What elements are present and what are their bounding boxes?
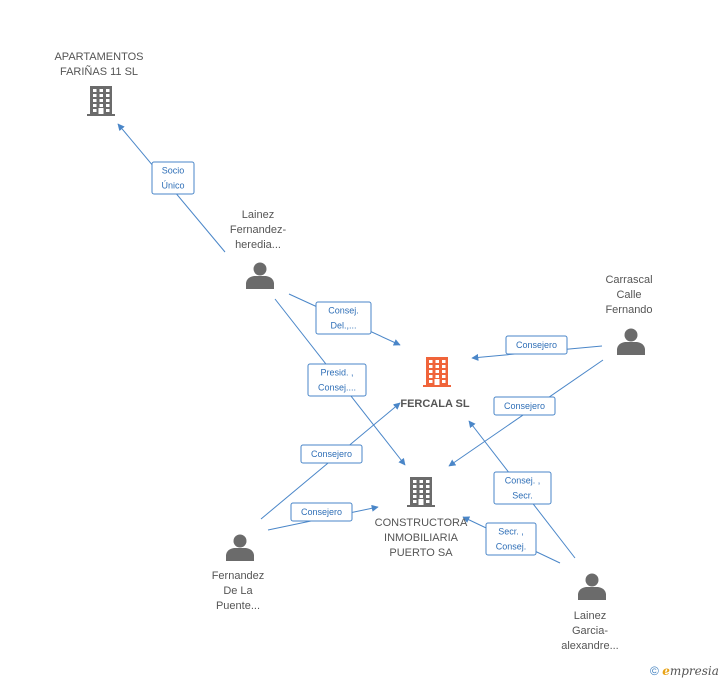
edge-label-text: Socio [162,166,185,176]
edge-label-e2[interactable]: Consej. Del.,... [315,301,372,335]
edge-label-box [315,301,372,335]
edge-label-text: Del.,... [330,321,356,331]
edge-label-text: Secr. [512,491,533,501]
empresia-logo[interactable]: empresia [662,664,719,678]
edge-label-text: Consejero [311,449,352,459]
edge-label-text: Consejero [516,340,557,350]
edge-label-text: Secr. , [498,527,524,537]
edge-label-e3[interactable]: Presid. , Consej.... [307,363,367,397]
person-icon[interactable] [226,534,254,562]
brand-initial: e [662,664,670,678]
node-label: Fernandez [212,570,265,582]
node-constructora[interactable]: CONSTRUCTORA INMOBILIARIA PUERTO SA [375,477,468,559]
edge-label-box [493,396,556,416]
edge-label-text: Presid. , [320,368,353,378]
node-lainez_fh[interactable]: LainezFernandez-heredia... [230,209,287,289]
edge-label-e7[interactable]: Consejero [290,502,353,522]
person-icon[interactable] [617,328,645,356]
edge-label-text: Consej. [496,542,527,552]
edge-label-text: Consej.... [318,383,356,393]
node-label: Calle [616,289,641,301]
edge-label-box [307,363,367,397]
brand-name: mpresia [669,664,719,678]
node-label: Lainez [574,610,606,622]
node-label: PUERTO SA [389,547,453,559]
edge-label-e9[interactable]: Secr. , Consej. [485,522,537,556]
node-apartamentos[interactable]: APARTAMENTOS FARIÑAS 11 SL [54,51,144,116]
node-label: FARIÑAS 11 SL [60,65,138,78]
node-label: CONSTRUCTORA [375,517,468,529]
edge-label-box [300,444,363,464]
node-label: APARTAMENTOS [54,51,143,63]
edge-label-e5[interactable]: Consejero [493,396,556,416]
edge-label-e8[interactable]: Consej. , Secr. [493,471,552,505]
node-label: Lainez [242,209,274,221]
person-icon[interactable] [246,262,274,290]
node-fercala[interactable]: FERCALA SL [400,357,470,410]
node-label: heredia... [235,239,281,251]
edge-label-text: Único [161,181,184,191]
edge-label-text: Consejero [301,507,342,517]
node-label: FERCALA SL [400,398,470,410]
edge-label-box [493,471,552,505]
edge-label-e6[interactable]: Consejero [300,444,363,464]
edge-label-box [290,502,353,522]
node-lainez_ga[interactable]: LainezGarcia-alexandre... [561,573,619,653]
edge-label-text: Consej. , [505,476,541,486]
edge-label-box [485,522,537,556]
edge-label-e4[interactable]: Consejero [505,335,568,355]
node-label: Puente... [216,600,260,612]
node-label: INMOBILIARIA [384,532,459,544]
node-label: alexandre... [561,640,618,652]
edge-label-box [505,335,568,355]
node-fernandez[interactable]: Fernandez De La Puente... [212,534,265,613]
node-label: Garcia- [572,625,608,637]
edge-label-text: Consejero [504,401,545,411]
node-label: Carrascal [605,274,652,286]
building-icon[interactable] [423,357,451,387]
node-label: Fernandez- [230,224,287,236]
edge-label-text: Consej. [328,306,359,316]
node-label: De La [223,585,253,597]
copyright-footer: © empresia [650,664,719,678]
person-icon[interactable] [578,573,606,601]
node-label: Fernando [605,304,652,316]
edge-label-box [151,161,195,195]
copyright-symbol: © [650,664,659,678]
building-icon[interactable] [407,477,435,507]
building-icon[interactable] [87,86,115,116]
